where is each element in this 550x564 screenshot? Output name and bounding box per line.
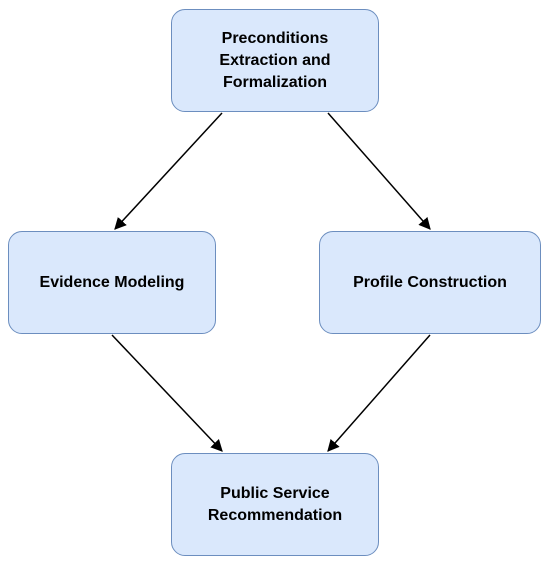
node-public-service-recommendation: Public Service Recommendation bbox=[171, 453, 379, 556]
node-evidence-modeling: Evidence Modeling bbox=[8, 231, 216, 334]
node-preconditions-extraction: Preconditions Extraction and Formalizati… bbox=[171, 9, 379, 112]
arrow-preconditions-to-evidence bbox=[114, 112, 223, 230]
node-evidence-label: Evidence Modeling bbox=[39, 273, 185, 291]
node-profile-construction: Profile Construction bbox=[319, 231, 541, 334]
arrow-evidence-to-recommendation bbox=[111, 334, 223, 452]
arrow-profile-to-recommendation bbox=[327, 334, 431, 452]
node-profile-label: Profile Construction bbox=[353, 273, 507, 291]
node-preconditions-label: Preconditions Extraction and Formalizati… bbox=[219, 29, 331, 91]
node-recommendation-label: Public Service Recommendation bbox=[207, 484, 343, 524]
arrow-preconditions-to-profile bbox=[327, 112, 431, 230]
